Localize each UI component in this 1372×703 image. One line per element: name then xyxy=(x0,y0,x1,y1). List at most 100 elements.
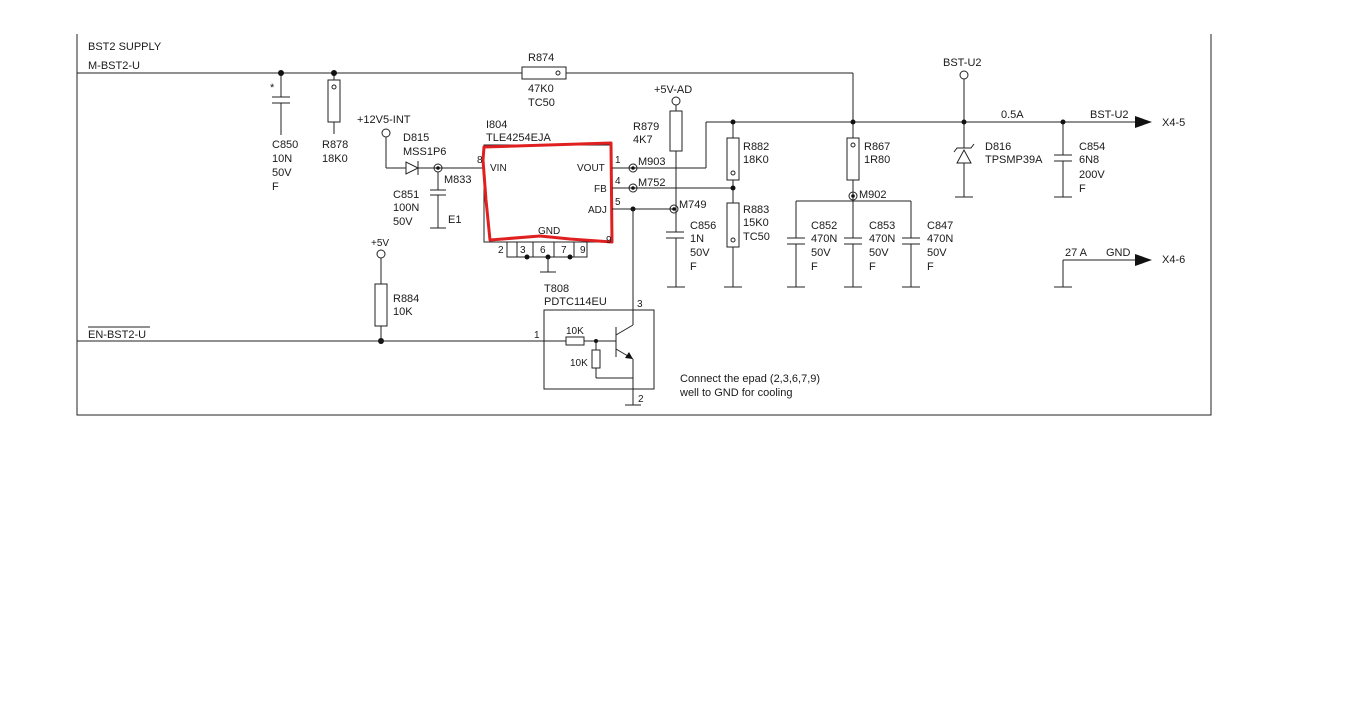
sheet-frame xyxy=(76,34,1212,416)
highlight-outline xyxy=(481,141,614,244)
svg-text:3: 3 xyxy=(520,245,526,256)
svg-text:F: F xyxy=(811,261,818,273)
svg-text:R883: R883 xyxy=(743,204,769,216)
capacitor-c847: C847 470N 50V F xyxy=(902,201,953,288)
svg-text:TC50: TC50 xyxy=(528,97,555,109)
diode-d815: D815 MSS1P6 xyxy=(403,132,484,175)
note-line-2: well to GND for cooling xyxy=(679,387,793,399)
svg-text:F: F xyxy=(690,261,697,273)
svg-text:M903: M903 xyxy=(638,156,666,168)
svg-text:R867: R867 xyxy=(864,141,890,153)
ic-pin-fb: FB xyxy=(594,184,607,195)
current-label-gnd: 27 A xyxy=(1065,247,1088,259)
transistor-t808: T808 PDTC114EU 1 3 2 10K 10K xyxy=(534,209,655,406)
resistor-r867: R867 1R80 xyxy=(846,119,890,201)
ic-i804: I804 TLE4254EJA VIN VOUT FB ADJ GND 8 1 … xyxy=(477,119,621,273)
net-label-en-bst2-u: EN-BST2-U xyxy=(88,329,146,341)
svg-text:+12V5-INT: +12V5-INT xyxy=(357,114,411,126)
svg-text:R882: R882 xyxy=(743,141,769,153)
svg-text:TC50: TC50 xyxy=(743,231,770,243)
svg-text:+5V-AD: +5V-AD xyxy=(654,84,692,96)
note-line-1: Connect the epad (2,3,6,7,9) xyxy=(680,373,820,385)
ground-label-e1: E1 xyxy=(448,214,461,226)
svg-text:C850: C850 xyxy=(272,139,298,151)
svg-text:C853: C853 xyxy=(869,220,895,232)
svg-text:50V: 50V xyxy=(393,216,413,228)
capacitor-c851: C851 100N 50V E1 xyxy=(393,172,461,229)
svg-text:200V: 200V xyxy=(1079,169,1105,181)
resistor-r882: R882 18K0 xyxy=(726,119,769,203)
svg-text:10K: 10K xyxy=(570,358,588,369)
svg-text:C852: C852 xyxy=(811,220,837,232)
svg-text:M752: M752 xyxy=(638,177,666,189)
svg-text:10N: 10N xyxy=(272,153,292,165)
svg-text:1: 1 xyxy=(534,330,540,341)
ic-pin-vout: VOUT xyxy=(577,163,605,174)
current-label-out: 0.5A xyxy=(1001,109,1024,121)
capacitor-c850: * C850 10N 50V F xyxy=(270,70,298,193)
svg-text:15K0: 15K0 xyxy=(743,217,769,229)
svg-text:BST-U2: BST-U2 xyxy=(1090,109,1129,121)
svg-text:50V: 50V xyxy=(869,247,889,259)
ic-ref: I804 xyxy=(486,119,507,131)
svg-text:C854: C854 xyxy=(1079,141,1105,153)
svg-text:7: 7 xyxy=(561,245,567,256)
svg-text:2: 2 xyxy=(638,394,644,405)
svg-text:50V: 50V xyxy=(927,247,947,259)
svg-text:M833: M833 xyxy=(444,174,472,186)
svg-text:18K0: 18K0 xyxy=(743,154,769,166)
svg-text:*: * xyxy=(270,82,275,94)
svg-text:MSS1P6: MSS1P6 xyxy=(403,146,446,158)
svg-text:F: F xyxy=(272,181,279,193)
test-point-m833: M833 xyxy=(433,163,472,186)
svg-text:100N: 100N xyxy=(393,202,419,214)
svg-text:50V: 50V xyxy=(272,167,292,179)
svg-text:C847: C847 xyxy=(927,220,953,232)
svg-text:F: F xyxy=(927,261,934,273)
resistor-r878: R878 18K0 xyxy=(322,70,348,165)
arrow-icon xyxy=(1135,116,1152,128)
svg-text:F: F xyxy=(869,261,876,273)
svg-text:18K0: 18K0 xyxy=(322,153,348,165)
arrow-icon xyxy=(1135,254,1152,266)
svg-text:X4-5: X4-5 xyxy=(1162,117,1185,129)
ic-pin-vin: VIN xyxy=(490,163,507,174)
svg-text:2: 2 xyxy=(498,245,504,256)
svg-text:+5V: +5V xyxy=(371,238,389,249)
svg-text:1N: 1N xyxy=(690,233,704,245)
resistor-r879: R879 4K7 xyxy=(633,110,683,232)
svg-text:47K0: 47K0 xyxy=(528,83,554,95)
capacitor-c853: C853 470N 50V F xyxy=(844,201,895,288)
svg-text:9: 9 xyxy=(606,235,612,246)
svg-text:50V: 50V xyxy=(811,247,831,259)
svg-text:4: 4 xyxy=(615,176,621,187)
svg-text:470N: 470N xyxy=(927,233,953,245)
svg-text:M749: M749 xyxy=(679,199,707,211)
resistor-r874: R874 47K0 TC50 xyxy=(521,52,567,109)
ic-part: TLE4254EJA xyxy=(486,132,551,144)
svg-text:470N: 470N xyxy=(811,233,837,245)
svg-text:R878: R878 xyxy=(322,139,348,151)
supply-12v5-int: +12V5-INT xyxy=(357,114,411,169)
block-title: BST2 SUPPLY xyxy=(88,41,162,53)
output-x4-5: 0.5A BST-U2 X4-5 xyxy=(1001,109,1185,129)
svg-text:1R80: 1R80 xyxy=(864,154,890,166)
supply-bst-u2: BST-U2 xyxy=(943,57,982,148)
svg-text:R884: R884 xyxy=(393,293,419,305)
capacitor-c856: C856 1N 50V F xyxy=(666,220,716,288)
capacitor-c852: C852 470N 50V F xyxy=(787,201,837,288)
supply-5v: +5V xyxy=(371,238,389,284)
svg-text:10K: 10K xyxy=(393,306,413,318)
resistor-r883: R883 15K0 TC50 xyxy=(724,202,770,288)
svg-text:6: 6 xyxy=(540,245,546,256)
svg-text:PDTC114EU: PDTC114EU xyxy=(544,296,607,308)
ic-pin-gnd: GND xyxy=(538,226,560,237)
svg-text:R874: R874 xyxy=(528,52,554,64)
svg-text:1: 1 xyxy=(615,155,621,166)
svg-text:T808: T808 xyxy=(544,283,569,295)
svg-text:TPSMP39A: TPSMP39A xyxy=(985,154,1043,166)
svg-text:8: 8 xyxy=(477,155,483,166)
tvs-diode-d816: D816 TPSMP39A xyxy=(953,141,1043,198)
svg-text:F: F xyxy=(1079,183,1086,195)
